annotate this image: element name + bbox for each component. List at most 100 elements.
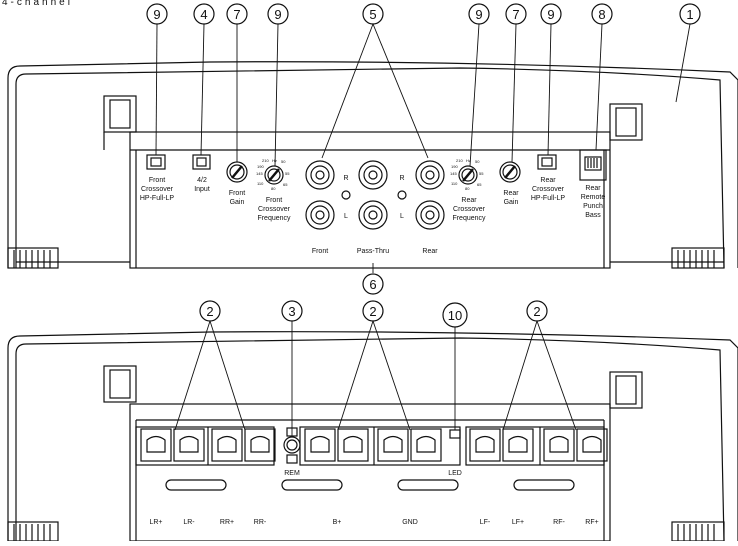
svg-text:B+: B+ — [333, 519, 342, 526]
callout-leaders — [155, 23, 691, 437]
svg-text:Input: Input — [194, 186, 210, 193]
svg-text:L: L — [400, 213, 404, 220]
rear-crossover-switch[interactable] — [537, 154, 557, 170]
svg-text:110: 110 — [257, 181, 264, 186]
svg-text:145: 145 — [450, 171, 457, 176]
svg-text:Crossover: Crossover — [453, 206, 486, 213]
rca-passthru-right[interactable] — [358, 160, 388, 190]
callout-1: 1 — [686, 7, 693, 22]
svg-text:RR-: RR- — [254, 519, 267, 526]
front-gain-knob[interactable] — [226, 161, 248, 183]
svg-text:Gain: Gain — [504, 199, 519, 206]
svg-text:Front: Front — [312, 248, 328, 255]
svg-text:Hz: Hz — [272, 158, 277, 163]
rca-passthru-left[interactable] — [358, 200, 388, 230]
rca-front-right[interactable] — [305, 160, 335, 190]
svg-text:RF-: RF- — [553, 519, 565, 526]
callout-2-front-speakers: 2 — [533, 304, 540, 319]
svg-text:LF-: LF- — [480, 519, 491, 526]
svg-text:R: R — [399, 175, 404, 182]
callout-9-front-freq: 9 — [274, 7, 281, 22]
svg-text:Front: Front — [149, 177, 165, 184]
input-mode-switch[interactable] — [192, 154, 211, 170]
rca-rear-right[interactable] — [415, 160, 445, 190]
rear-gain-knob[interactable] — [499, 161, 521, 183]
terminal-b-plus-2[interactable] — [337, 428, 369, 462]
rca-front-left[interactable] — [305, 200, 335, 230]
svg-text:HP-Full-LP: HP-Full-LP — [140, 195, 175, 202]
rear-dial-scale: 210 Hz 50 190 55 145 110 80 65 — [450, 158, 484, 191]
callout-9-rear-freq: 9 — [475, 7, 482, 22]
svg-text:Rear: Rear — [540, 177, 556, 184]
callout-7-front-gain: 7 — [233, 7, 240, 22]
svg-text:Punch: Punch — [583, 203, 603, 210]
svg-text:210: 210 — [456, 158, 463, 163]
bottom-terminal-panel — [129, 403, 611, 542]
svg-text:LF+: LF+ — [512, 519, 524, 526]
bottom-panel-labels: REM LED LR+ LR- RR+ RR- B+ GND LF- LF+ R… — [149, 470, 598, 526]
svg-text:50: 50 — [281, 159, 286, 164]
front-dial-scale: 210 Hz 50 190 55 145 110 80 65 — [256, 158, 290, 191]
svg-text:50: 50 — [475, 159, 480, 164]
svg-text:L: L — [344, 213, 348, 220]
callout-3: 3 — [288, 304, 295, 319]
svg-text:210: 210 — [262, 158, 269, 163]
svg-text:80: 80 — [465, 186, 470, 191]
svg-text:Gain: Gain — [230, 199, 245, 206]
svg-text:Crossover: Crossover — [258, 206, 291, 213]
terminal-b-plus-1[interactable] — [304, 428, 336, 462]
svg-text:65: 65 — [477, 182, 482, 187]
front-crossover-switch[interactable] — [146, 154, 166, 170]
svg-text:Rear: Rear — [585, 185, 601, 192]
svg-text:Frequency: Frequency — [452, 215, 486, 222]
svg-text:Rear: Rear — [503, 190, 519, 197]
terminal-gnd-2[interactable] — [410, 428, 442, 462]
svg-text:65: 65 — [283, 182, 288, 187]
callout-2-power: 2 — [369, 304, 376, 319]
callout-8: 8 — [598, 7, 605, 22]
rca-rear-left[interactable] — [415, 200, 445, 230]
terminal-lr-plus[interactable] — [140, 428, 172, 462]
terminal-rf-minus[interactable] — [543, 428, 575, 462]
rear-remote-port[interactable] — [579, 149, 607, 181]
svg-text:190: 190 — [451, 164, 458, 169]
svg-text:4/2: 4/2 — [197, 177, 207, 184]
front-frequency-knob[interactable] — [264, 165, 284, 185]
callout-2-rear-speakers: 2 — [206, 304, 213, 319]
svg-text:Crossover: Crossover — [532, 186, 565, 193]
svg-text:55: 55 — [285, 171, 290, 176]
svg-text:145: 145 — [256, 171, 263, 176]
callout-circles — [146, 3, 701, 328]
rear-frequency-knob[interactable] — [458, 165, 478, 185]
terminal-rr-minus[interactable] — [244, 428, 276, 462]
callout-4: 4 — [200, 7, 207, 22]
svg-text:55: 55 — [479, 171, 484, 176]
svg-text:GND: GND — [402, 519, 418, 526]
led-label: LED — [448, 470, 462, 477]
svg-text:190: 190 — [257, 164, 264, 169]
terminal-lf-plus[interactable] — [502, 428, 534, 462]
terminal-rf-plus[interactable] — [576, 428, 608, 462]
svg-text:Rear: Rear — [461, 197, 477, 204]
svg-text:Rear: Rear — [422, 248, 438, 255]
svg-text:Crossover: Crossover — [141, 186, 174, 193]
terminal-lr-minus[interactable] — [173, 428, 205, 462]
svg-text:Frequency: Frequency — [257, 215, 291, 222]
top-control-panel — [129, 131, 611, 269]
terminal-lf-minus[interactable] — [469, 428, 501, 462]
led-indicator — [449, 429, 461, 439]
diagram-title: 4-channel — [2, 0, 73, 8]
callout-9-rear-crossover: 9 — [547, 7, 554, 22]
bottom-amplifier-body — [7, 331, 738, 542]
svg-text:LR-: LR- — [183, 519, 195, 526]
callout-9-front-crossover: 9 — [153, 7, 160, 22]
rca-indicator-right — [397, 190, 407, 200]
svg-text:80: 80 — [271, 186, 276, 191]
terminal-gnd-1[interactable] — [377, 428, 409, 462]
callout-10: 10 — [448, 308, 462, 323]
svg-text:Bass: Bass — [585, 212, 601, 219]
callout-5: 5 — [369, 7, 376, 22]
terminal-rr-plus[interactable] — [211, 428, 243, 462]
